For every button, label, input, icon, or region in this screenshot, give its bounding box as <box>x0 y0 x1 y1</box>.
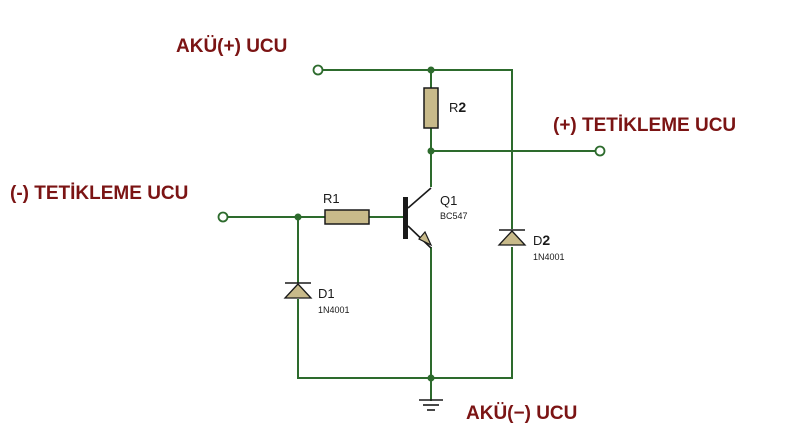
diode-d1-ref: D1 <box>318 286 335 301</box>
diode-d2-ref: D2 <box>533 232 550 248</box>
resistor-r2-ref: R2 <box>449 99 466 115</box>
diode-d1-body <box>283 283 313 299</box>
label-trigger-neg: (-) TETİKLEME UCU <box>10 183 188 204</box>
transistor-q1-base-bar <box>403 197 408 239</box>
transistor-q1-collector-lead <box>407 187 432 209</box>
diode-d1: D1 1N4001 <box>283 282 350 315</box>
terminal-trigger-neg <box>217 211 229 223</box>
wires <box>227 69 597 401</box>
terminals <box>217 64 606 223</box>
junction-base-d1 <box>294 213 302 221</box>
resistor-r2-body <box>423 87 439 129</box>
junction-bottom <box>427 374 435 382</box>
terminal-akut-pos <box>312 64 324 76</box>
transistor-q1: Q1 BC547 <box>403 187 468 249</box>
junction-top <box>427 66 435 74</box>
ground-symbol <box>419 399 443 411</box>
junctions <box>294 66 435 382</box>
junction-collector <box>427 147 435 155</box>
transistor-q1-ref: Q1 <box>440 193 457 208</box>
diode-d2: D2 1N4001 <box>497 229 565 262</box>
transistor-q1-emitter-arrow <box>418 230 433 247</box>
resistor-r1-ref: R1 <box>323 191 340 206</box>
resistor-r1-body <box>324 209 370 225</box>
label-akut-neg: AKÜ(−) UCU <box>466 403 577 424</box>
transistor-q1-emitter-lead <box>407 225 432 249</box>
diode-d1-value: 1N4001 <box>318 305 350 315</box>
diode-d2-value: 1N4001 <box>533 252 565 262</box>
label-akut-pos: AKÜ(+) UCU <box>176 36 287 57</box>
resistor-r1: R1 <box>323 191 370 225</box>
resistor-r2: R2 <box>423 87 466 129</box>
transistor-q1-value: BC547 <box>440 211 468 221</box>
terminal-trigger-pos <box>594 145 606 157</box>
label-trigger-pos: (+) TETİKLEME UCU <box>553 115 736 136</box>
diode-d2-body <box>497 230 527 246</box>
